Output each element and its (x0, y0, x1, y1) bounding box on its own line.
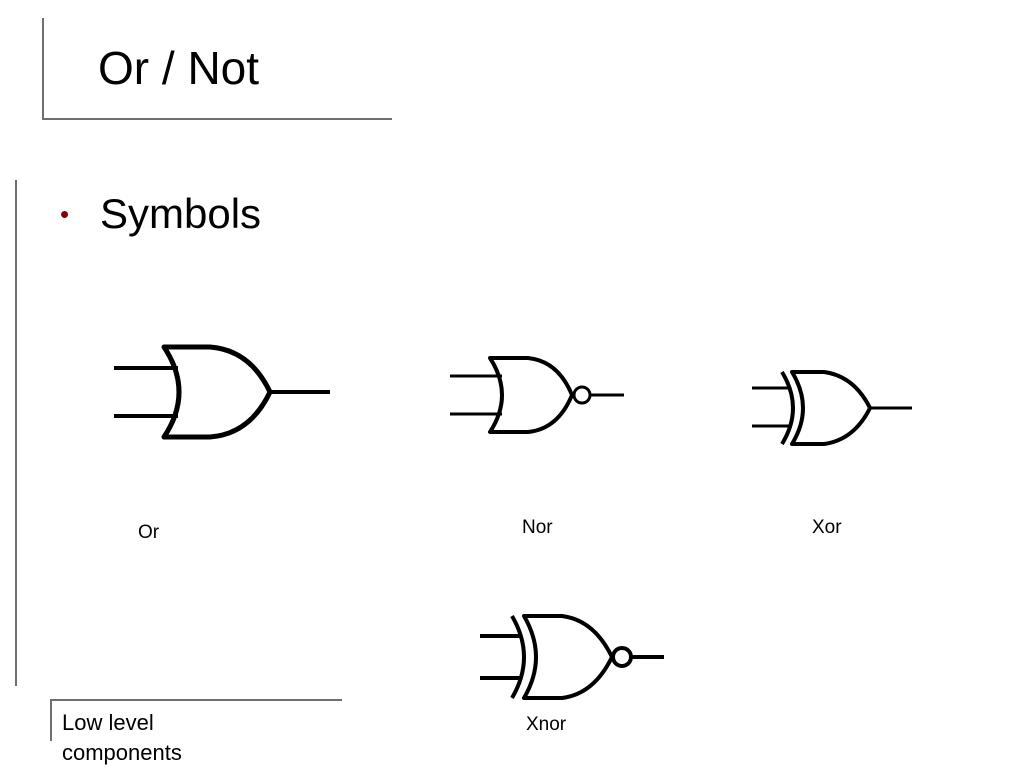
slide-title: Or / Not (98, 42, 260, 94)
title-frame-bottom-line (42, 118, 392, 120)
gate-label-or: Or (138, 522, 160, 543)
gate-label-nor: Nor (522, 517, 553, 538)
xnor-gate-icon (480, 614, 664, 700)
xor-gate-icon (752, 370, 912, 446)
footer-text: Low level components (62, 710, 182, 765)
title-frame-left-line (42, 18, 44, 118)
bullet-dot-icon: • (60, 198, 70, 229)
nor-gate-icon (450, 356, 624, 434)
gate-label-xor: Xor (812, 517, 842, 538)
footer-frame-top-line (50, 699, 342, 701)
bullet-text: Symbols (100, 190, 262, 237)
bullet-item: • Symbols (60, 188, 261, 240)
gate-label-xnor: Xnor (526, 714, 567, 735)
footer-frame-left-line (50, 699, 52, 741)
or-gate-icon (114, 344, 330, 440)
content-frame-left-line (15, 180, 17, 686)
